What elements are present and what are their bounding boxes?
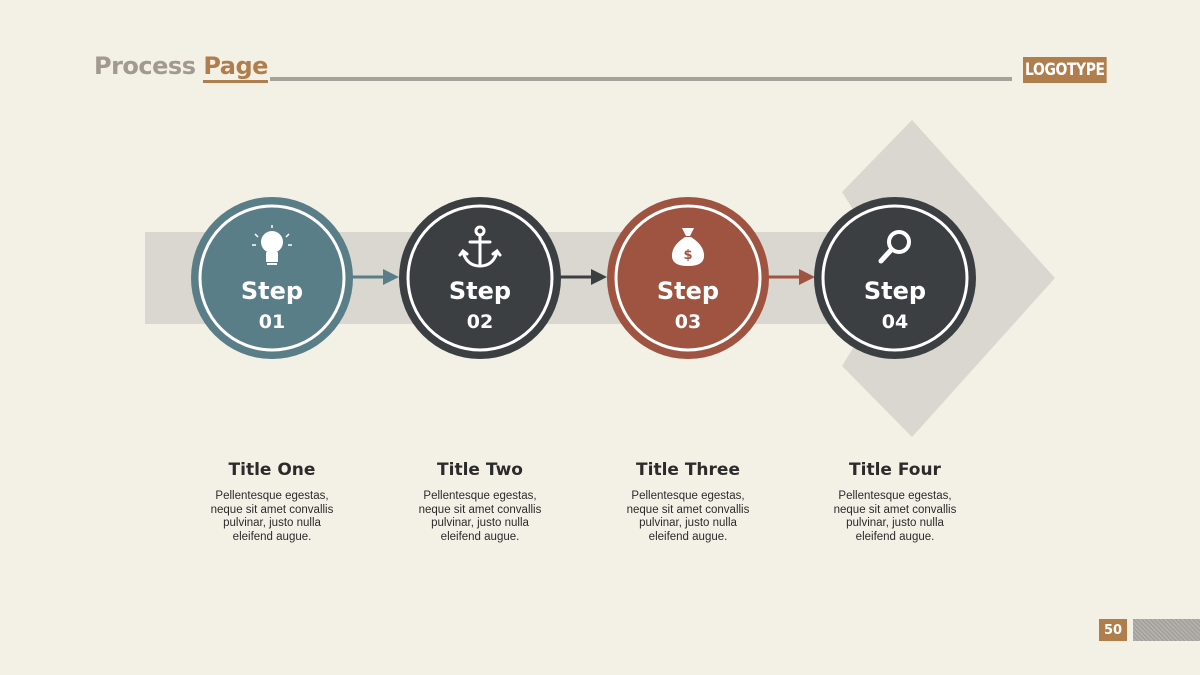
desc-line: neque sit amet convallis (626, 503, 750, 516)
desc-line: pulvinar, justo nulla (223, 517, 321, 529)
connector-3-4 (768, 269, 815, 285)
connector-2-3 (560, 269, 607, 285)
page-title: Process Page (94, 52, 268, 83)
step-title-4: Title Four (849, 460, 941, 480)
page-number: 50 (1099, 619, 1127, 641)
step-label-1: Step (241, 277, 303, 305)
magnifier-icon (878, 230, 911, 264)
desc-line: pulvinar, justo nulla (431, 517, 529, 529)
step-title-1: Title One (228, 460, 316, 480)
step-number-3: 03 (675, 311, 701, 333)
step-description-2: Pellentesque egestas, neque sit amet con… (405, 490, 555, 544)
logo: LOGOTYPE (1023, 57, 1107, 83)
step-label-3: Step (657, 277, 719, 305)
desc-line: eleifend augue. (648, 530, 728, 543)
desc-line: Pellentesque egestas, (838, 490, 952, 502)
footer-pattern-bar (1133, 619, 1200, 641)
desc-line: Pellentesque egestas, (215, 490, 329, 502)
desc-line: neque sit amet convallis (833, 503, 957, 516)
anchor-icon (458, 225, 502, 268)
step-title-2: Title Two (437, 460, 523, 480)
desc-line: pulvinar, justo nulla (846, 517, 944, 529)
desc-line: eleifend augue. (232, 530, 312, 543)
header-divider (270, 77, 1012, 81)
step-circle-4: Step 04 (814, 197, 976, 359)
step-title-3: Title Three (636, 460, 740, 480)
step-description-1: Pellentesque egestas, neque sit amet con… (197, 490, 347, 544)
page-title-part1: Process (94, 52, 196, 80)
page-title-part2: Page (203, 52, 268, 83)
connector-1-2 (352, 269, 399, 285)
step-circle-3: $ Step 03 (607, 197, 769, 359)
desc-line: Pellentesque egestas, (423, 490, 537, 502)
desc-line: Pellentesque egestas, (631, 490, 745, 502)
desc-line: pulvinar, justo nulla (639, 517, 737, 529)
svg-text:$: $ (683, 248, 692, 263)
step-number-1: 01 (259, 311, 285, 333)
desc-line: eleifend augue. (855, 530, 935, 543)
step-circle-1: Step 01 (191, 197, 353, 359)
step-description-4: Pellentesque egestas, neque sit amet con… (820, 490, 970, 544)
step-label-2: Step (449, 277, 511, 305)
desc-line: eleifend augue. (440, 530, 520, 543)
step-label-4: Step (864, 277, 926, 305)
lightbulb-icon (252, 225, 292, 265)
step-circle-2: Step 02 (399, 197, 561, 359)
step-number-2: 02 (467, 311, 493, 333)
desc-line: neque sit amet convallis (210, 503, 334, 516)
desc-line: neque sit amet convallis (418, 503, 542, 516)
step-description-3: Pellentesque egestas, neque sit amet con… (613, 490, 763, 544)
step-number-4: 04 (882, 311, 908, 333)
money-bag-icon: $ (671, 228, 705, 266)
